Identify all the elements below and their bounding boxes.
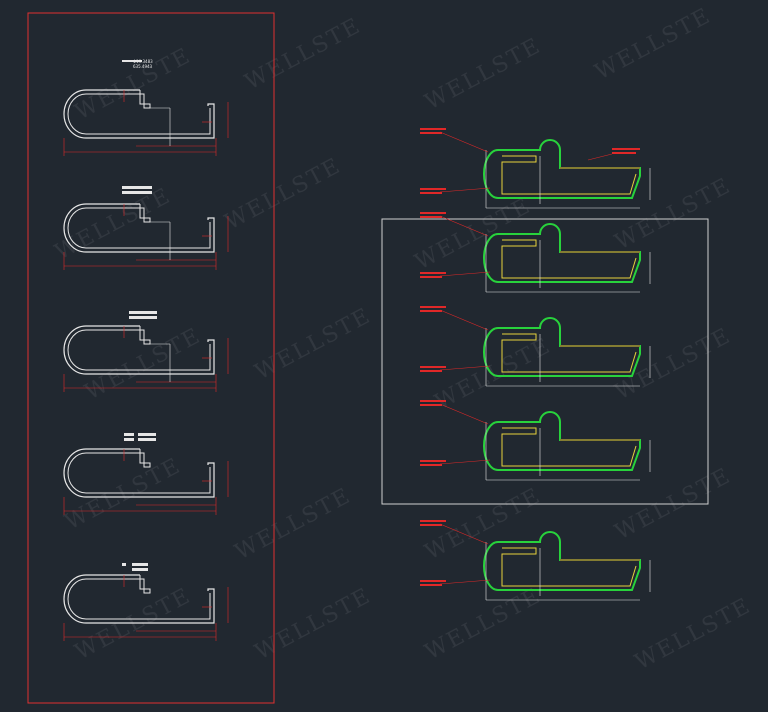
watermark-text: WELLSTE <box>251 583 375 665</box>
profile-outline-green <box>483 139 641 199</box>
watermark-text: WELLSTE <box>221 153 345 235</box>
label-bar <box>138 433 156 436</box>
profile-outline-green <box>483 411 641 471</box>
profile-outline <box>63 325 215 375</box>
label-bar <box>122 563 126 566</box>
label-bar <box>124 438 134 441</box>
callout-text-bar <box>420 460 446 462</box>
label-bar <box>138 438 156 441</box>
callout-text-bar <box>420 212 446 214</box>
profile-outline <box>63 448 215 498</box>
right-profile <box>420 128 651 209</box>
watermark-text: WELLSTE <box>611 323 735 405</box>
callout-text-bar <box>420 464 442 466</box>
callout-text-bar <box>420 132 442 134</box>
profile-outline <box>63 89 215 139</box>
callout-leader <box>439 523 489 545</box>
callout-text-bar <box>420 272 446 274</box>
profile-outline-green <box>483 317 641 377</box>
callout-text-bar <box>420 400 446 402</box>
left-profile-column <box>63 60 229 641</box>
label-bar <box>122 186 152 189</box>
callout-leader <box>439 459 491 465</box>
callout-leader <box>439 271 491 277</box>
right-profile <box>420 212 651 293</box>
callout-leader <box>439 365 491 371</box>
callout-text-bar <box>420 580 446 582</box>
label-bar <box>124 433 134 436</box>
callout-text-bar <box>420 306 446 308</box>
left-profile <box>63 60 229 156</box>
watermark-text: WELLSTE <box>231 483 355 565</box>
watermark-text: WELLSTE <box>61 453 185 535</box>
watermark-text: WELLSTE <box>51 183 175 265</box>
profile-inner <box>67 90 211 135</box>
profile-inner <box>67 449 211 494</box>
watermark-text: WELLSTE <box>631 593 755 675</box>
callout-leader <box>439 215 489 237</box>
profile-outline-green <box>483 531 641 591</box>
label-bar <box>122 191 152 194</box>
callout-leader <box>587 153 613 161</box>
label-bar <box>122 60 142 62</box>
watermark-text: WELLSTE <box>81 323 205 405</box>
left-profile <box>63 433 229 515</box>
stage1-label-a: Φ19.3483 <box>133 59 153 64</box>
stage1-label-b: 635.4943 <box>133 64 153 69</box>
callout-leader <box>439 309 489 331</box>
callout-text-bar <box>612 152 636 154</box>
left-stage-frame <box>27 12 275 704</box>
profile-outline-yellow <box>501 239 637 279</box>
callout-text-bar <box>420 370 442 372</box>
left-profile <box>63 186 229 270</box>
callout-text-bar <box>420 310 442 312</box>
right-profile <box>420 400 651 481</box>
callout-text-bar <box>420 128 446 130</box>
watermark-text: WELLSTE <box>421 33 545 115</box>
watermark-text: WELLSTE <box>611 173 735 255</box>
label-bar <box>129 311 157 314</box>
right-profile <box>420 520 651 601</box>
profile-outline <box>63 574 215 624</box>
callout-text-bar <box>420 584 442 586</box>
profile-outline-yellow <box>501 427 637 467</box>
profile-outline-yellow <box>501 155 637 195</box>
watermark-text: WELLSTE <box>591 3 715 85</box>
callout-text-bar <box>420 404 442 406</box>
callout-leader <box>439 403 489 425</box>
profile-inner <box>67 575 211 620</box>
profile-outline-yellow <box>501 333 637 373</box>
callout-text-bar <box>420 524 442 526</box>
callout-text-bar <box>420 216 442 218</box>
watermark-text: WELLSTE <box>251 303 375 385</box>
right-profile-column <box>420 128 651 601</box>
label-bar <box>129 316 157 319</box>
profile-outline <box>63 203 215 253</box>
watermark-text: WELLSTE <box>71 43 195 125</box>
callout-text-bar <box>612 148 640 150</box>
profile-outline-green <box>483 223 641 283</box>
watermark-text: WELLSTE <box>241 13 365 95</box>
callout-text-bar <box>420 192 442 194</box>
label-bar <box>132 563 148 566</box>
watermark-text: WELLSTE <box>71 583 195 665</box>
left-profile <box>63 563 229 641</box>
callout-leader <box>439 131 489 153</box>
callout-leader <box>439 187 491 193</box>
right-stage-frame <box>381 218 709 505</box>
left-profile <box>63 311 229 392</box>
profile-inner <box>67 204 211 249</box>
profile-inner <box>67 326 211 371</box>
callout-text-bar <box>420 366 446 368</box>
label-bar <box>132 568 148 571</box>
watermark-text: WELLSTE <box>421 583 545 665</box>
right-profile <box>420 306 651 387</box>
callout-text-bar <box>420 188 446 190</box>
callout-leader <box>439 579 491 585</box>
profile-outline-yellow <box>501 547 637 587</box>
callout-text-bar <box>420 276 442 278</box>
callout-text-bar <box>420 520 446 522</box>
